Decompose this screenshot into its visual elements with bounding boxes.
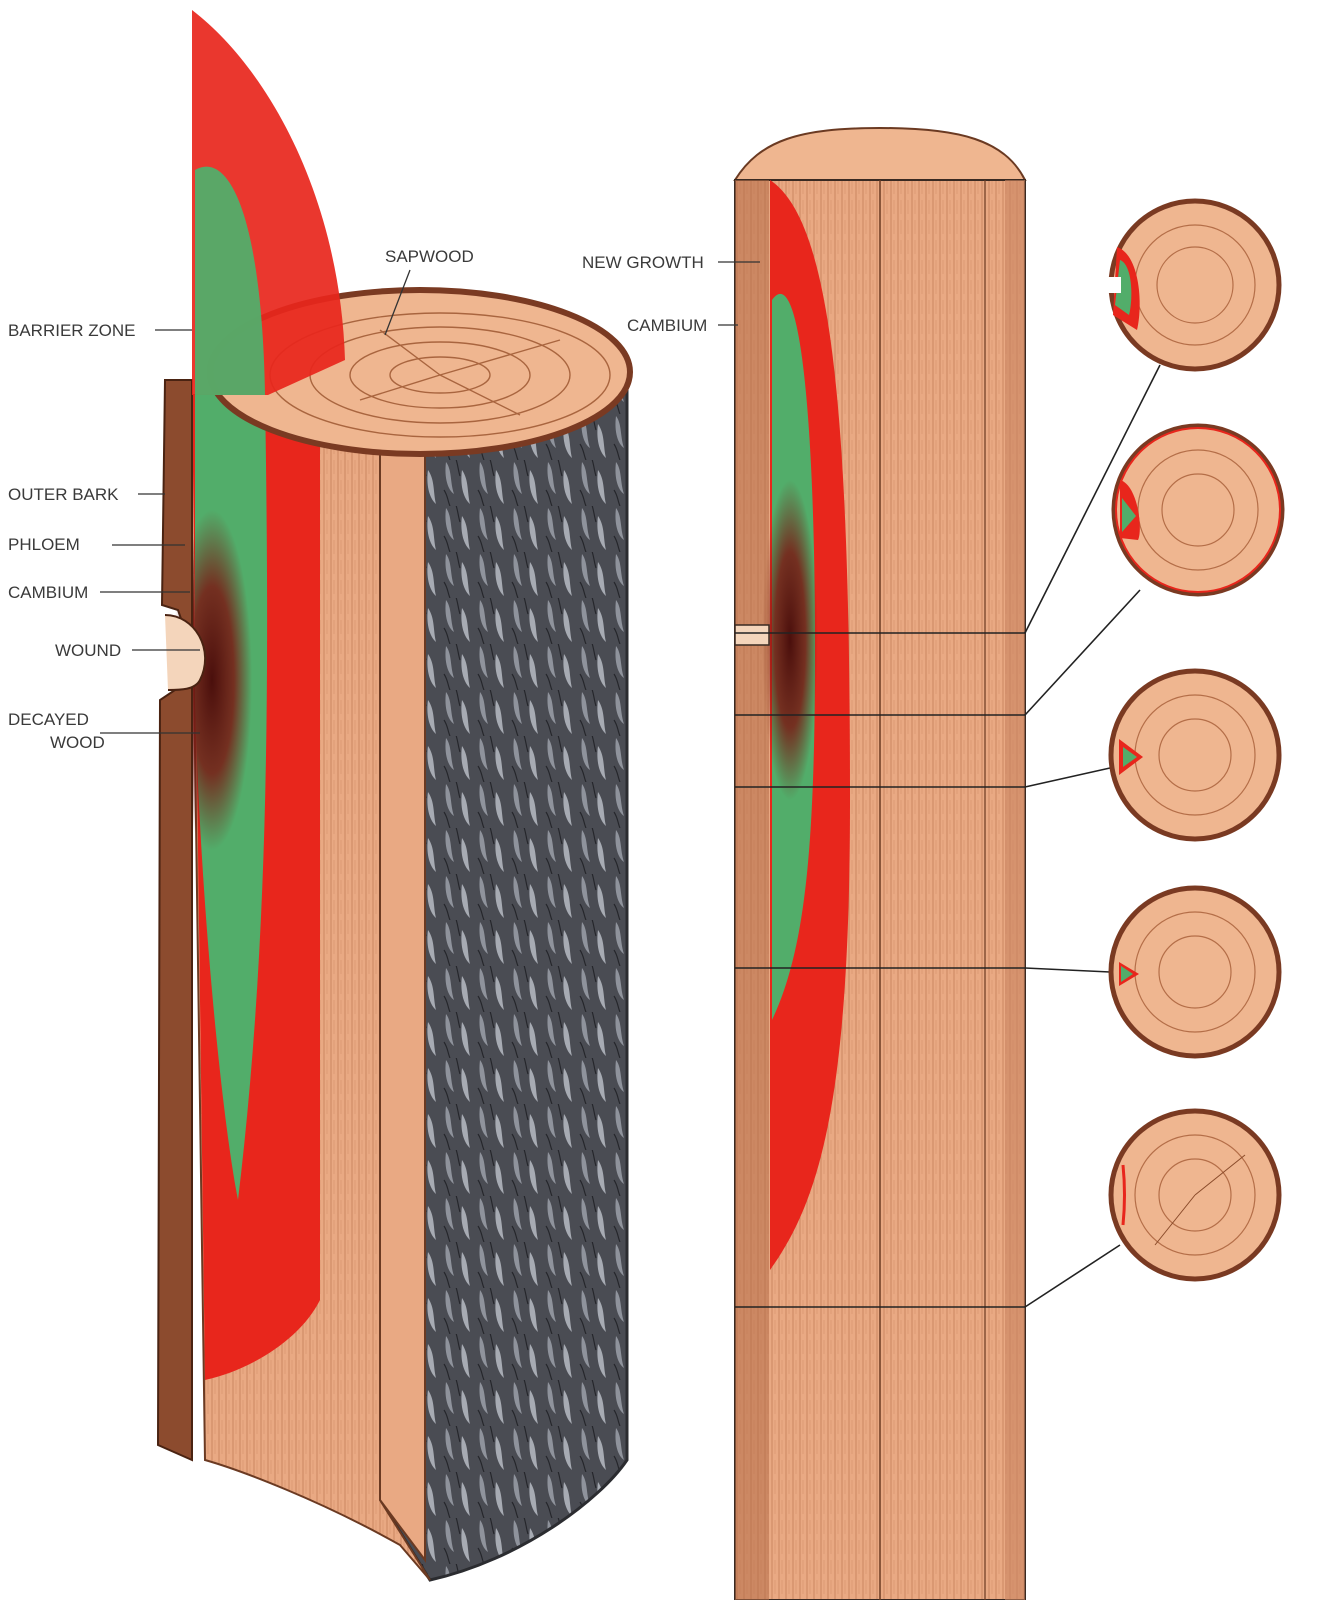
section-bark-right (1005, 180, 1025, 1600)
label-wood: WOOD (50, 733, 105, 752)
longitudinal-section (735, 128, 1160, 1600)
label-decayed: DECAYED (8, 710, 89, 729)
label-barrier-zone: BARRIER ZONE (8, 321, 136, 340)
cutaway-log (158, 10, 630, 1580)
cross-section-2 (1114, 426, 1282, 594)
section-decayed-blot (762, 480, 818, 800)
section-wound (735, 625, 769, 645)
section-top (735, 128, 1025, 180)
cross-section-1 (1107, 201, 1279, 369)
notch-face (380, 395, 425, 1560)
label-new-growth: NEW GROWTH (582, 253, 704, 272)
label-sapwood: SAPWOOD (385, 247, 474, 266)
cross-section-5 (1111, 1111, 1279, 1279)
cross-section-3 (1111, 671, 1279, 839)
left-bark-strip (158, 380, 192, 1460)
label-wound: WOUND (55, 641, 121, 660)
cross-section-4 (1111, 888, 1279, 1056)
label-cambium-right: CAMBIUM (627, 316, 707, 335)
label-cambium-left: CAMBIUM (8, 583, 88, 602)
section-bark-left (735, 180, 769, 1600)
label-phloem: PHLOEM (8, 535, 80, 554)
label-outer-bark: OUTER BARK (8, 485, 119, 504)
